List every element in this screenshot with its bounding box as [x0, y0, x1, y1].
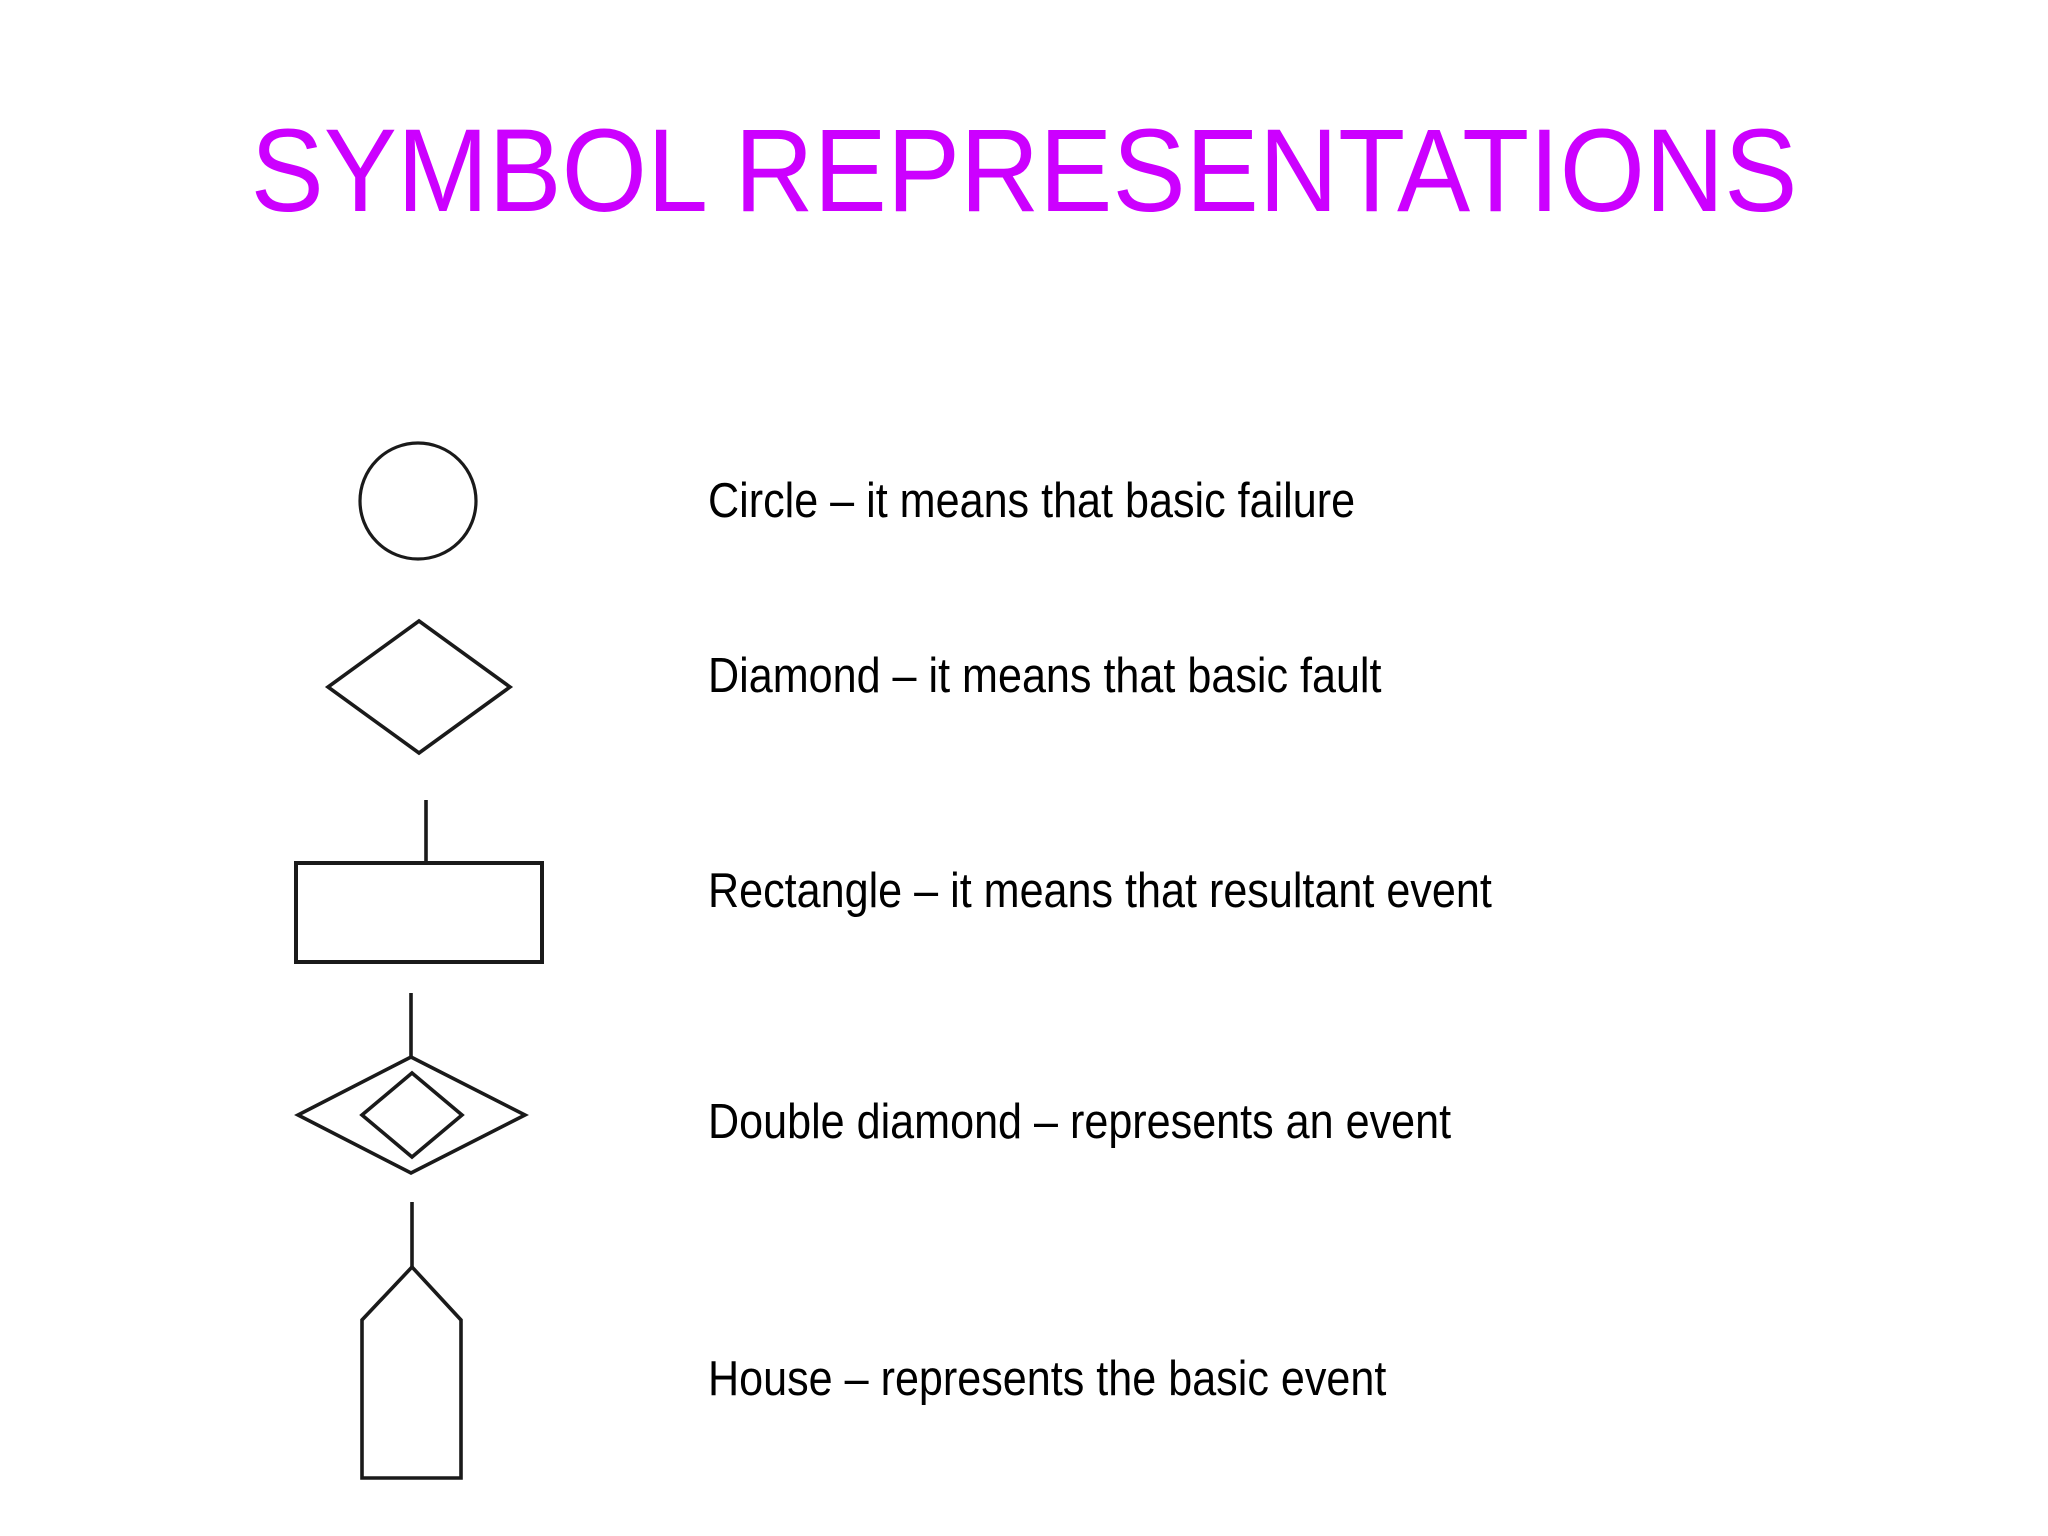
- double-diamond-outer-symbol: [294, 1054, 529, 1176]
- diamond-symbol: [324, 618, 514, 756]
- legend-label-double-diamond: Double diamond – represents an event: [708, 1095, 1452, 1149]
- rectangle-symbol: [294, 861, 544, 964]
- legend-label-house: House – represents the basic event: [708, 1352, 1387, 1406]
- legend-label-circle: Circle – it means that basic failure: [708, 474, 1356, 528]
- page-title: SYMBOL REPRESENTATIONS: [250, 105, 1798, 237]
- legend-label-diamond: Diamond – it means that basic fault: [708, 649, 1382, 703]
- symbol-diagram: [294, 441, 544, 1480]
- legend-label-rectangle: Rectangle – it means that resultant even…: [708, 864, 1492, 918]
- circle-symbol: [358, 441, 478, 561]
- house-symbol: [360, 1264, 463, 1480]
- double-diamond-inner-symbol: [359, 1070, 465, 1160]
